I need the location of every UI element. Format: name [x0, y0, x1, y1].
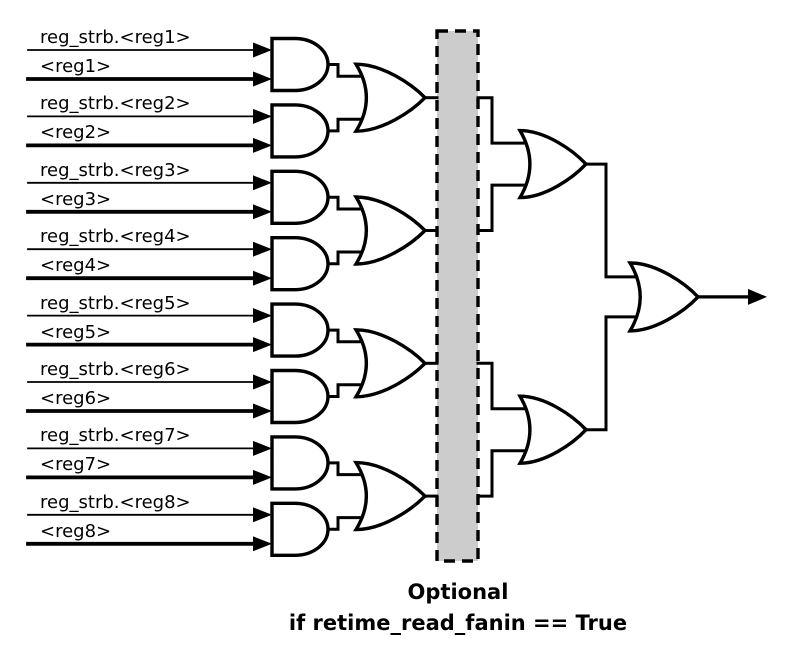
input-label-value-reg7: <reg7> — [40, 454, 112, 476]
or-gate-final — [626, 261, 701, 333]
or-gate-stage1-1 — [352, 62, 428, 133]
and-gate-7 — [270, 435, 330, 491]
or-gate-stage1-2 — [352, 195, 428, 266]
input-arrowhead — [253, 403, 272, 419]
input-label-strobe-reg3: reg_strb.<reg3> — [40, 159, 191, 181]
and-gate-3 — [270, 169, 330, 225]
wire-or-stage2-2-to-final — [584, 315, 642, 432]
retime-stage-box — [437, 31, 478, 561]
caption: Optional if retime_read_fanin == True — [289, 577, 627, 639]
input-arrowhead — [253, 108, 272, 124]
input-label-strobe-reg4: reg_strb.<reg4> — [40, 226, 191, 248]
input-arrowhead — [253, 440, 272, 456]
input-arrowhead — [253, 241, 272, 257]
wire-and2-to-or — [326, 117, 368, 133]
input-arrowhead — [253, 270, 272, 286]
input-label-strobe-reg8: reg_strb.<reg8> — [40, 491, 191, 513]
and-gate-6 — [270, 368, 330, 425]
retime-stage-box-border — [435, 29, 480, 563]
output-arrowhead — [748, 288, 767, 305]
input-label-value-reg2: <reg2> — [40, 122, 112, 144]
input-arrowhead — [253, 308, 272, 324]
input-arrowhead — [253, 42, 272, 58]
input-arrowhead — [253, 71, 272, 87]
input-label-strobe-reg7: reg_strb.<reg7> — [40, 425, 191, 447]
and-gate-1 — [270, 36, 330, 93]
caption-condition: if retime_read_fanin == True — [288, 611, 628, 635]
and-gate-4 — [270, 236, 330, 292]
caption-optional: Optional — [407, 580, 509, 604]
wire-or-stage2-1-to-final — [584, 162, 642, 279]
wire-retime-to-or-stage2-1 — [476, 96, 532, 145]
input-label-value-reg3: <reg3> — [40, 188, 112, 210]
wire-and5-to-or — [326, 328, 368, 344]
input-label-value-reg4: <reg4> — [40, 255, 112, 277]
input-label-value-reg6: <reg6> — [40, 388, 112, 409]
input-arrowhead — [253, 175, 272, 191]
input-label-strobe-reg6: reg_strb.<reg6> — [40, 359, 191, 380]
wire-and1-to-or — [326, 63, 368, 78]
wire-retime-to-or-stage2-1 — [476, 183, 532, 232]
input-arrowhead — [253, 137, 272, 153]
input-arrowhead — [253, 337, 272, 353]
input-arrowhead — [253, 204, 272, 220]
and-gate-5 — [270, 302, 330, 358]
input-arrowhead — [253, 374, 272, 390]
or-gate-stage1-3 — [352, 328, 428, 399]
input-label-strobe-reg1: reg_strb.<reg1> — [40, 27, 191, 48]
and-gate-2 — [270, 103, 330, 159]
or-gate-stage2-1 — [517, 128, 589, 200]
or-gate-stage1-4 — [352, 460, 428, 532]
input-label-strobe-reg5: reg_strb.<reg5> — [40, 292, 191, 314]
input-label-value-reg1: <reg1> — [40, 56, 112, 77]
wire-and7-to-or — [326, 461, 368, 477]
input-label-value-reg5: <reg5> — [40, 321, 112, 343]
wire-retime-to-or-stage2-2 — [476, 449, 532, 498]
wire-retime-to-or-stage2-2 — [476, 361, 532, 411]
input-arrowhead — [253, 469, 272, 485]
input-arrowhead — [253, 507, 272, 523]
wire-and8-to-or — [326, 516, 368, 531]
and-gate-8 — [270, 501, 330, 557]
wire-and6-to-or — [326, 383, 368, 398]
input-label-strobe-reg2: reg_strb.<reg2> — [40, 93, 191, 115]
input-arrowhead — [253, 536, 272, 552]
input-label-value-reg8: <reg8> — [40, 520, 112, 542]
wire-and4-to-or — [326, 250, 368, 266]
or-gate-stage2-2 — [517, 394, 589, 465]
wire-and3-to-or — [326, 195, 368, 211]
